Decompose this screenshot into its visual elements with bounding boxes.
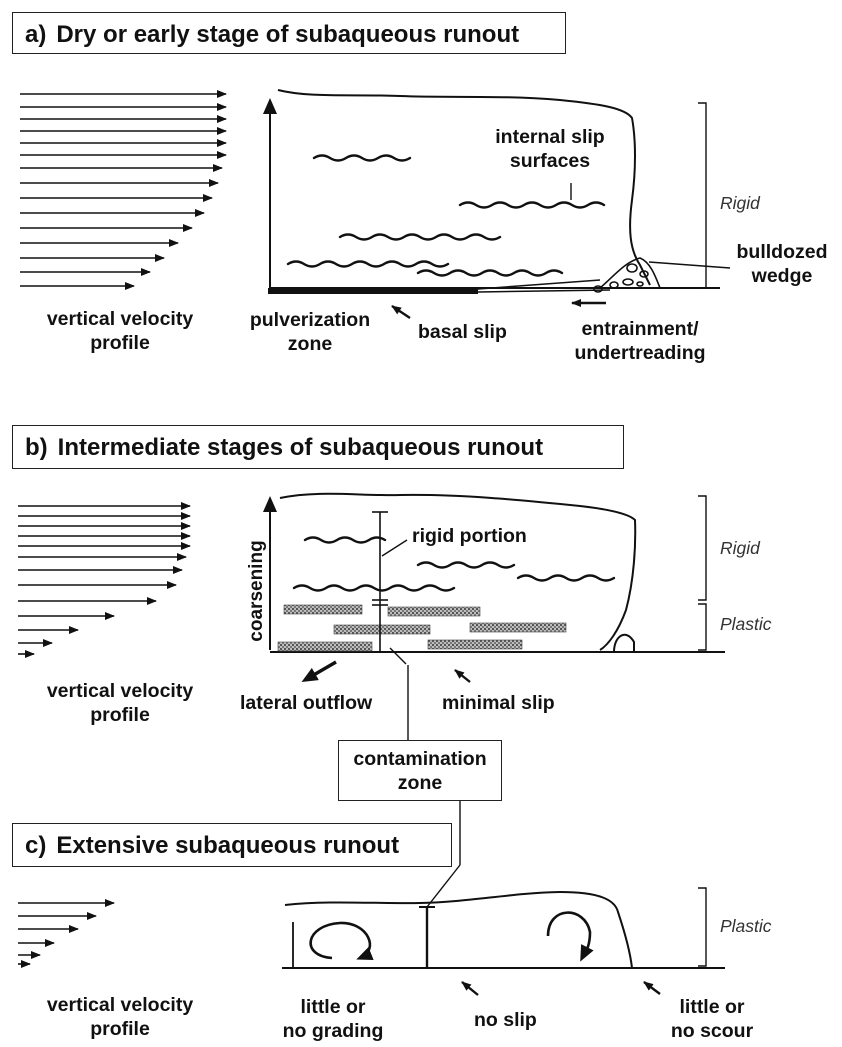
panel-a-label-arrows [391, 183, 606, 319]
panel-b-velocity-arrows [18, 502, 191, 658]
panel-c-velocity-arrows [18, 899, 115, 968]
panel-a-slide-block [263, 89, 720, 294]
panel-b-letter: b) [25, 434, 48, 461]
panel-b-rigid-label: Rigid [720, 538, 760, 558]
no-slip-label: no slip [474, 1009, 537, 1031]
panel-c-label-arrows [461, 981, 661, 996]
panel-c-rotation-arrows [309, 911, 594, 962]
panel-a-title: a) Dry or early stage of subaqueous runou… [12, 12, 566, 54]
panel-c-flow-body [282, 890, 725, 969]
contamination-connector [426, 800, 461, 908]
panel-b-slip-surfaces [292, 536, 616, 592]
panel-b-measure-line [372, 511, 409, 740]
minimal-slip-label: minimal slip [442, 692, 555, 714]
rigid-portion-label: rigid portion [412, 525, 527, 547]
panel-a-rigid-bracket [698, 102, 707, 289]
panel-a-velocity-label: vertical velocity profile [46, 308, 194, 354]
panel-b-plastic-label: Plastic [720, 614, 772, 634]
panel-c-velocity-label: vertical velocity profile [46, 994, 194, 1040]
entrainment-label: entrainment/ undertreading [574, 318, 706, 364]
panel-c-title: c) Extensive subaqueous runout [12, 823, 452, 867]
panel-a-slip-surfaces [286, 154, 606, 277]
panel-c-plastic-label: Plastic [720, 916, 772, 936]
panel-a-velocity-arrows [20, 90, 227, 290]
little-scour-label: little or no scour [670, 996, 754, 1042]
panel-b-title-text: Intermediate stages of subaqueous runout [57, 434, 544, 461]
bulldozed-wedge-label: bulldozed wedge [736, 241, 828, 287]
contamination-zone-box: contamination zone [338, 740, 502, 801]
panel-a-letter: a) [25, 21, 47, 48]
internal-slip-surfaces-label: internal slip surfaces [495, 126, 605, 172]
panel-b-label-arrows [301, 660, 471, 683]
panel-b-slide-block [263, 492, 725, 653]
panel-a-rigid-label: Rigid [720, 193, 760, 213]
basal-slip-label: basal slip [418, 321, 507, 343]
lateral-outflow-label: lateral outflow [240, 692, 373, 714]
panel-c-letter: c) [25, 832, 47, 859]
panel-a-title-text: Dry or early stage of subaqueous runout [56, 21, 520, 48]
panel-b-plastic-lenses [277, 604, 567, 652]
panel-b-title: b) Intermediate stages of subaqueous runo… [12, 425, 624, 469]
panel-c-plastic-bracket [698, 887, 707, 967]
panel-a-bulldozed-wedge [593, 257, 731, 293]
pulverization-zone-label: pulverization zone [249, 309, 371, 355]
panel-c-title-text: Extensive subaqueous runout [56, 832, 400, 859]
panel-b-brackets [698, 495, 707, 651]
little-grading-label: little or no grading [282, 996, 384, 1042]
panel-b-velocity-label: vertical velocity profile [46, 680, 194, 726]
coarsening-label: coarsening [246, 540, 267, 642]
